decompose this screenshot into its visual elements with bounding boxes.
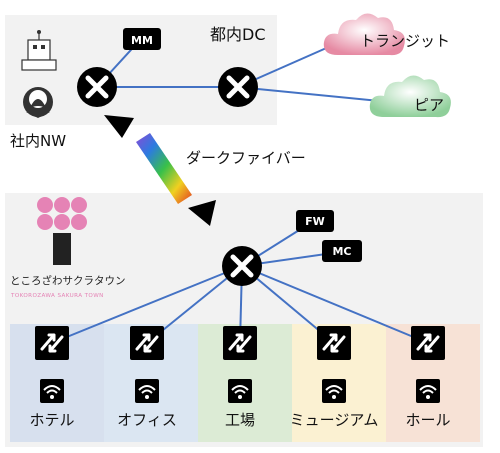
sakura-town-logo — [37, 197, 87, 265]
router-x-icon — [218, 67, 258, 107]
cloud-peer-label: ピア — [414, 96, 444, 114]
switch-arrows-icon — [411, 326, 445, 360]
cloud-peer-icon — [369, 75, 451, 118]
switch-arrows-icon — [223, 326, 257, 360]
arrow-down-right-icon — [188, 200, 216, 226]
wifi-icon — [416, 379, 440, 403]
mc-label: MC — [332, 245, 351, 258]
switch-arrows-icon — [317, 326, 351, 360]
cloud-transit-icon — [323, 13, 405, 56]
dark-fiber-label: ダークファイバー — [186, 149, 306, 167]
fw-box — [296, 210, 334, 232]
wifi-icon — [40, 379, 64, 403]
building-label-hotel: ホテル — [29, 411, 74, 429]
logo-text-jp: ところざわサクラタウン — [10, 274, 126, 287]
wifi-icon — [135, 379, 159, 403]
robot-mascot-icon — [21, 30, 57, 71]
logo-text-en: TOKOROZAWA SAKURA TOWN — [10, 293, 104, 299]
switch-arrows-icon — [35, 326, 69, 360]
mm-label: MM — [131, 34, 153, 47]
building-label-hall: ホール — [405, 411, 450, 429]
building-label-factory: 工場 — [225, 411, 255, 429]
buildings-layer: ホテル オフィス 工場 ミュージアム ホール — [29, 326, 451, 429]
building-label-office: オフィス — [117, 411, 177, 429]
arrow-up-left-icon — [104, 115, 134, 138]
dc-label: 都内DC — [210, 25, 266, 44]
dark-fiber-bar — [136, 133, 192, 204]
router-x-icon — [222, 246, 262, 286]
mm-box — [123, 28, 161, 50]
building-label-museum: ミュージアム — [290, 411, 379, 429]
wifi-icon — [322, 379, 346, 403]
cloud-transit-label: トランジット — [360, 32, 450, 50]
router-x-icon — [77, 67, 117, 107]
wifi-icon — [228, 379, 252, 403]
crest-emblem-icon — [23, 87, 53, 118]
mc-box — [322, 240, 362, 262]
switch-arrows-icon — [130, 326, 164, 360]
corp-network-label: 社内NW — [10, 132, 66, 150]
fw-label: FW — [305, 215, 325, 228]
